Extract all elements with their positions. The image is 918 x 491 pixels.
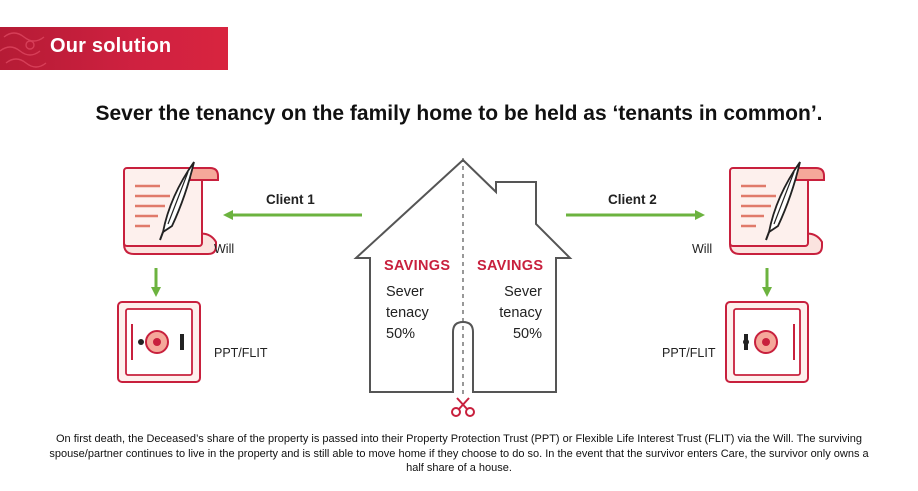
sever-right: Sever tenacy 50%	[472, 282, 542, 345]
will-label-left: Will	[214, 242, 235, 256]
trust-label-right: PPT/FLIT	[662, 346, 716, 360]
trust-label-left: PPT/FLIT	[214, 346, 268, 360]
banner-pattern	[0, 32, 47, 68]
quill-icon	[765, 161, 801, 241]
sever-right-percent: 50%	[512, 326, 542, 342]
safe-icon	[725, 301, 809, 383]
client1-label: Client 1	[266, 192, 315, 207]
section-banner: Our solution	[0, 27, 228, 70]
banner-title: Our solution	[50, 35, 172, 57]
sever-left-line2: tenacy	[386, 305, 429, 321]
house-outline	[353, 158, 573, 393]
savings-right: SAVINGS	[477, 258, 544, 274]
scissors-icon	[451, 397, 475, 417]
footnote: On first death, the Deceased’s share of …	[49, 433, 869, 474]
sever-right-line1: Sever	[504, 284, 542, 300]
will-label-right: Will	[692, 242, 713, 256]
sever-left-percent: 50%	[386, 326, 416, 342]
client2-label: Client 2	[608, 192, 657, 207]
sever-left-line1: Sever	[386, 284, 424, 300]
headline: Sever the tenancy on the family home to …	[95, 102, 823, 125]
sever-right-line2: tenacy	[499, 305, 542, 321]
savings-left: SAVINGS	[384, 258, 451, 274]
quill-icon	[159, 161, 195, 241]
safe-icon	[117, 301, 201, 383]
sever-left: Sever tenacy 50%	[386, 282, 429, 345]
